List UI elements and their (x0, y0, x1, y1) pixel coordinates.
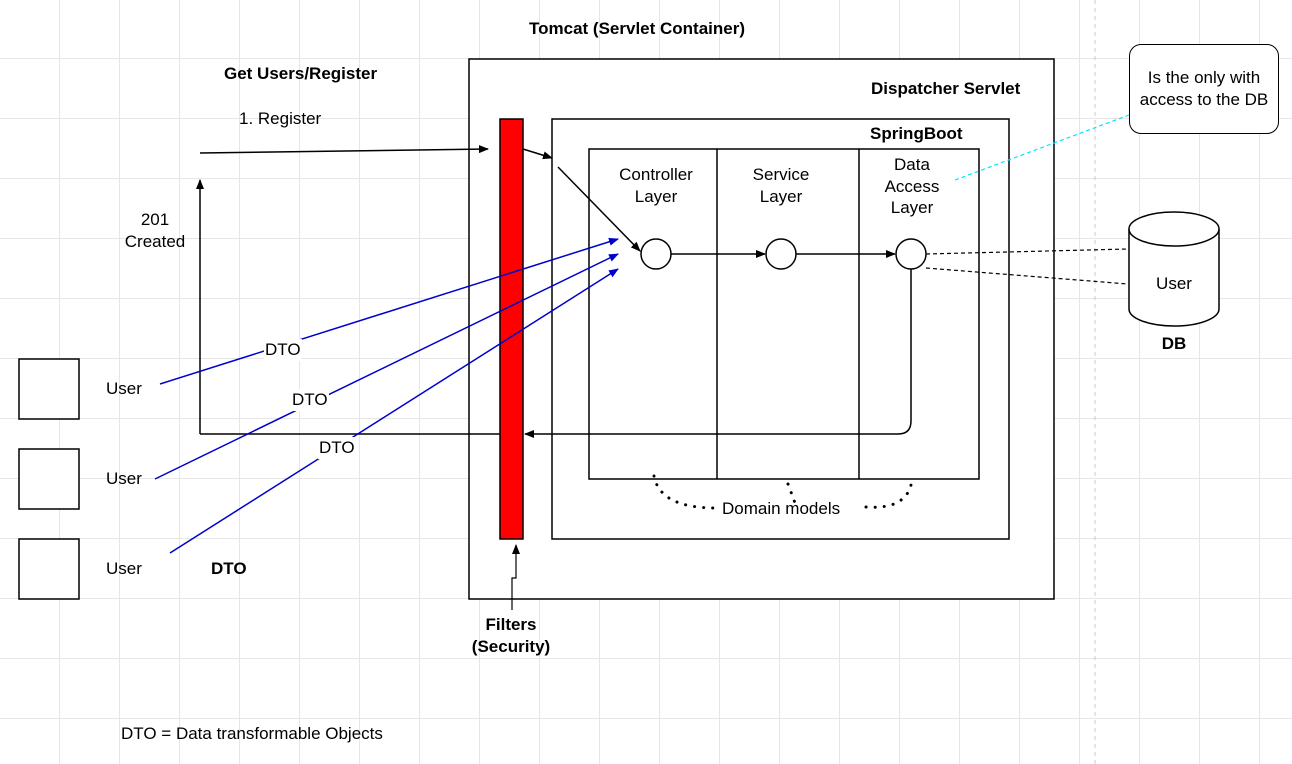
user-box (18, 448, 80, 510)
diagram-title: Tomcat (Servlet Container) (529, 19, 746, 38)
dto-arrow-label: DTO (318, 437, 356, 459)
user-label: User (106, 559, 142, 578)
db-access-callout: Is the only with access to the DB (1129, 44, 1279, 134)
db-cylinder (1128, 211, 1220, 327)
filter-to-springboot-arrow (522, 148, 553, 160)
domain-models-label: Domain models (722, 499, 841, 518)
request-heading: Get Users/Register (224, 64, 378, 83)
dto-arrow-label: DTO (264, 339, 302, 361)
dto-arrow (159, 237, 619, 385)
filters-label: Filters (Security) (471, 615, 551, 656)
springboot-label: SpringBoot (870, 124, 963, 143)
dto-arrow (169, 268, 619, 554)
user-label: User (106, 469, 142, 488)
db-connector (925, 267, 1129, 285)
db-connector (925, 248, 1129, 255)
footnote: DTO = Data transformable Objects (121, 724, 383, 743)
user-box (18, 538, 80, 600)
dto-bold-label: DTO (211, 559, 247, 578)
dto-arrow-label: DTO (291, 389, 329, 411)
data-access-node (895, 238, 927, 270)
service-node (765, 238, 797, 270)
db-label: DB (1161, 334, 1187, 353)
filters-connector (511, 544, 520, 610)
service-layer-label: Service Layer (752, 165, 810, 206)
callout-text: Is the only with access to the DB (1139, 68, 1269, 109)
user-label: User (106, 379, 142, 398)
data-access-layer-label: Data Access Layer (884, 155, 940, 217)
domain-models-link (864, 478, 914, 509)
controller-node (640, 238, 672, 270)
response-path (524, 269, 912, 438)
db-entity-label: User (1156, 274, 1192, 293)
layers-container (588, 148, 980, 480)
user-box (18, 358, 80, 420)
callout-link (954, 114, 1130, 181)
springboot-to-controller-arrow (557, 166, 641, 252)
dispatcher-label: Dispatcher Servlet (871, 79, 1021, 98)
request-step-label: 1. Register (239, 109, 322, 128)
register-arrow (199, 145, 489, 154)
response-label: 201 Created (124, 210, 186, 251)
dto-arrow (154, 253, 619, 480)
controller-layer-label: Controller Layer (619, 165, 693, 206)
filter-bar (499, 118, 524, 540)
